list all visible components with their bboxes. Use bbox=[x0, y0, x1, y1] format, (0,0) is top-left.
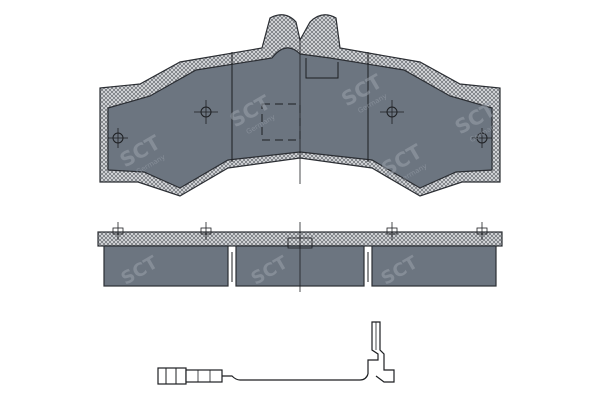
friction-block-1 bbox=[103, 245, 229, 287]
pad-front-view: SCT Germany SCT Germany SCT Germany SCT … bbox=[99, 14, 501, 197]
sensor-cable bbox=[222, 373, 369, 381]
sensor-connector bbox=[157, 367, 187, 385]
sensor-sleeve bbox=[185, 369, 223, 383]
mount-mark-right-outer bbox=[472, 128, 492, 148]
mount-mark-left-outer bbox=[108, 128, 128, 148]
side-pins bbox=[112, 222, 488, 249]
mount-mark-left-inner bbox=[194, 100, 218, 124]
sensor-probe bbox=[367, 321, 395, 383]
sensor-pocket bbox=[305, 58, 339, 79]
mount-mark-right-inner bbox=[380, 100, 404, 124]
wear-sensor bbox=[157, 321, 395, 385]
pad-side-view: SCT SCT SCT bbox=[97, 222, 503, 292]
center-mark-box bbox=[261, 103, 301, 141]
friction-block-3 bbox=[371, 245, 497, 287]
